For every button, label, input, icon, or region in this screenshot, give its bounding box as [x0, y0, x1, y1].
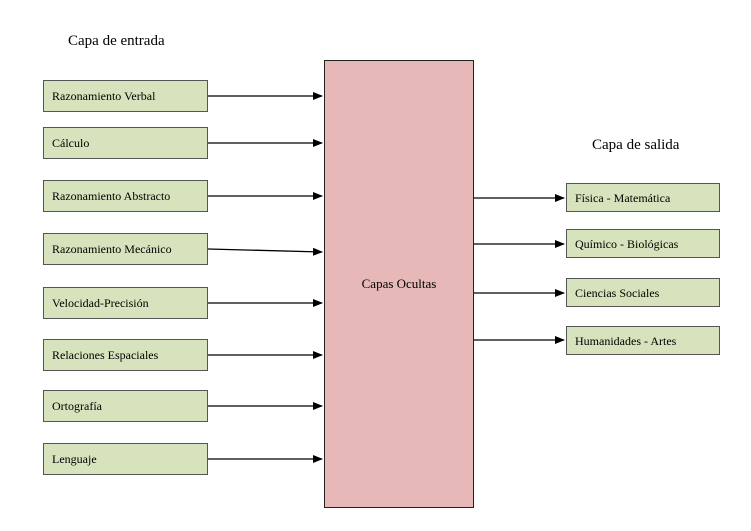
output-node-fisica-matematica: Física - Matemática — [566, 183, 720, 212]
arrow-input-4 — [207, 247, 323, 256]
hidden-layer-box: Capas Ocultas — [324, 60, 474, 508]
input-node-razonamiento-verbal: Razonamiento Verbal — [43, 80, 208, 112]
output-node-humanidades-artes: Humanidades - Artes — [566, 326, 720, 355]
input-node-razonamiento-abstracto: Razonamiento Abstracto — [43, 180, 208, 212]
input-node-ortografia: Ortografía — [43, 390, 208, 422]
input-node-razonamiento-mecanico: Razonamiento Mecánico — [43, 233, 208, 265]
output-node-quimico-biologicas: Químico - Biológicas — [566, 229, 720, 258]
output-layer-title: Capa de salida — [592, 137, 680, 153]
output-node-ciencias-sociales: Ciencias Sociales — [566, 278, 720, 307]
input-node-relaciones-espaciales: Relaciones Espaciales — [43, 339, 208, 371]
hidden-layer-label: Capas Ocultas — [361, 276, 437, 291]
input-node-lenguaje: Lenguaje — [43, 443, 208, 475]
input-node-velocidad-precision: Velocidad-Precisión — [43, 287, 208, 319]
input-node-calculo: Cálculo — [43, 127, 208, 159]
input-layer-title: Capa de entrada — [68, 33, 165, 49]
